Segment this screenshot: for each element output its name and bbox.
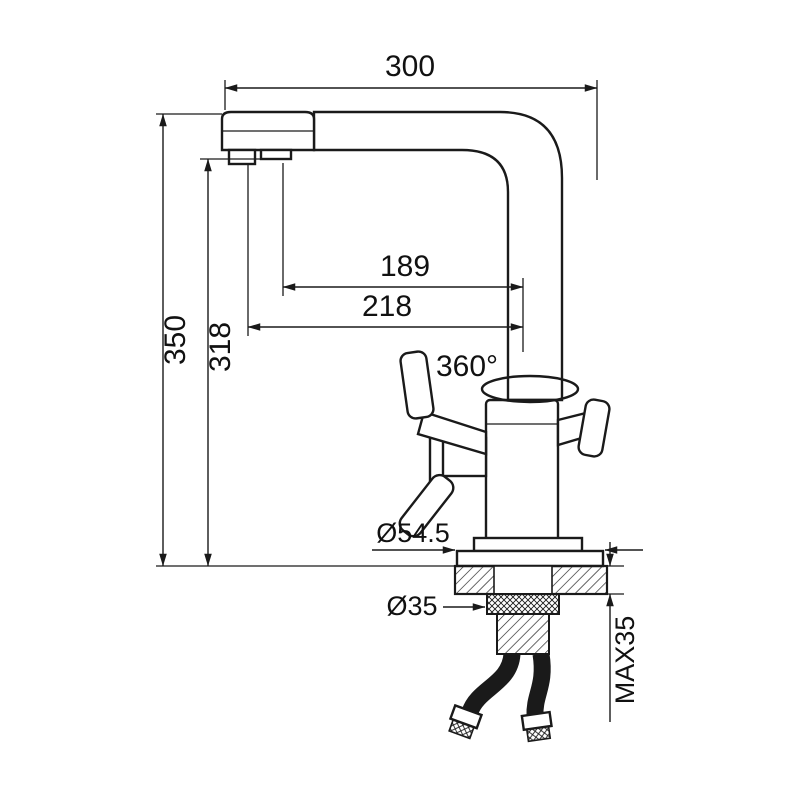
countertop-section — [453, 564, 609, 596]
dim-350-label: 350 — [159, 315, 192, 365]
threaded-shank — [496, 613, 550, 655]
faucet-spout — [312, 110, 564, 402]
dim-189-label: 189 — [380, 250, 430, 283]
dim-300: 300 — [224, 50, 598, 180]
dim-318: 318 — [200, 158, 262, 567]
dim-218: 218 — [247, 163, 524, 336]
dim-318-label: 318 — [204, 322, 237, 372]
shank-through-counter — [493, 565, 553, 595]
dim-flange-diameter: Ø54.5 — [372, 518, 643, 554]
mounting-nut — [486, 593, 560, 615]
right-handle — [556, 398, 611, 458]
hose-left-fitting — [448, 703, 484, 740]
dim-350: 350 — [156, 113, 455, 567]
dim-max-thickness: MAX35 — [596, 542, 640, 722]
dim-218-label: 218 — [362, 290, 412, 323]
hose-right-fitting — [520, 710, 553, 743]
aerator-nozzle — [227, 148, 257, 166]
left-handle — [398, 473, 455, 538]
dim-300-label: 300 — [385, 50, 435, 83]
dim-189: 189 — [282, 163, 524, 352]
hose-right-braid — [528, 652, 549, 717]
mounting-flange — [455, 536, 605, 568]
left-lever — [399, 350, 488, 456]
swivel-rotation-ellipse — [480, 374, 580, 404]
dim-flange-diameter-label: Ø54.5 — [376, 518, 450, 548]
swivel-360: 360° — [436, 350, 498, 383]
dim-hole-diameter-label: Ø35 — [386, 591, 437, 621]
swivel-360-label: 360° — [436, 350, 498, 383]
supply-hoses — [448, 652, 553, 743]
dim-hole-diameter: Ø35 — [386, 591, 486, 621]
faucet-head — [220, 110, 316, 166]
hose-left-braid — [463, 652, 519, 715]
secondary-nozzle — [259, 148, 293, 161]
dim-max-thickness-label: MAX35 — [610, 616, 640, 705]
